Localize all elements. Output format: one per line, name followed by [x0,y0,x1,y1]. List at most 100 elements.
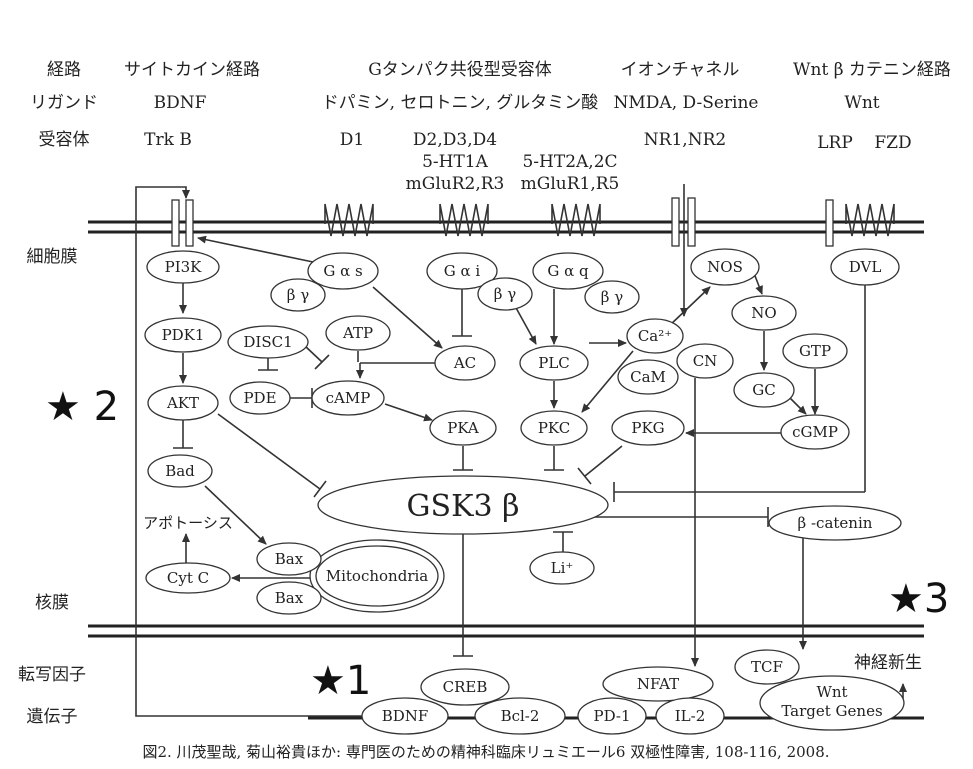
node-pdk1: PDK1 [144,317,222,353]
svg-text:G α i: G α i [444,262,481,280]
svg-text:β γ: β γ [494,285,516,303]
receptor-gi-1: D2,D3,D4 [413,130,497,150]
ligand-wnt: Wnt [844,93,879,113]
pathway-wnt: Wnt β カテニン経路 [793,60,951,80]
node-lithium: Li⁺ [529,551,595,585]
node-calcium: Ca²⁺ [626,318,684,354]
node-gai: G α i [426,252,498,290]
node-akt: AKT [147,385,219,421]
node-cn: CN [676,343,734,379]
receptor-lrp: LRP [817,133,853,153]
node-nos: NOS [690,248,760,286]
svg-text:AC: AC [453,354,476,372]
svg-text:PKC: PKC [538,419,570,437]
svg-text:β -catenin: β -catenin [798,514,873,532]
node-ac: AC [434,345,496,381]
label-cell-membrane: 細胞膜 [27,247,78,267]
node-mitochondria: Mitochondria [309,539,445,613]
node-camp: cAMP [311,380,385,416]
cell-membrane [88,220,924,234]
lrp-receptor [825,199,834,247]
node-disc1: DISC1 [227,325,309,359]
node-cgmp: cGMP [780,414,850,450]
svg-text:AKT: AKT [166,394,199,412]
node-gas: G α s [307,252,379,290]
node-pde: PDE [229,381,291,415]
gene-pd1: PD-1 [577,697,647,735]
node-dvl: DVL [830,248,900,286]
svg-text:PD-1: PD-1 [593,707,630,725]
node-pkg: PKG [611,410,685,446]
node-beta-gamma-gq: β γ [584,280,640,314]
svg-text:Mitochondria: Mitochondria [326,567,429,585]
node-pkc: PKC [520,410,588,446]
node-cytochrome-c: Cyt C [145,562,231,594]
receptor-gi-2: 5-HT1A [422,152,489,172]
svg-text:CN: CN [693,352,718,370]
svg-text:PKG: PKG [631,419,664,437]
node-cam: CaM [617,359,679,395]
svg-text:TCF: TCF [751,658,783,676]
svg-text:GTP: GTP [799,342,831,360]
svg-text:PDK1: PDK1 [162,326,205,344]
trkb-receptor [171,199,194,247]
node-no: NO [731,295,797,331]
node-nfat: NFAT [602,666,714,702]
node-pka: PKA [429,410,497,446]
pathway-edges [135,184,907,717]
svg-text:CREB: CREB [443,678,488,696]
svg-text:DVL: DVL [849,258,882,276]
receptor-nr: NR1,NR2 [644,130,726,150]
svg-text:PDE: PDE [243,389,276,407]
ligand-bdnf: BDNF [154,93,207,113]
svg-text:G α s: G α s [323,262,362,280]
svg-text:NO: NO [751,304,776,322]
gpcr-gi-receptor [439,203,489,237]
node-atp: ATP [325,315,391,351]
pathway-cytokine: サイトカイン経路 [124,60,260,80]
receptor-gq-2: mGluR1,R5 [521,174,620,194]
node-bax-lower: Bax [256,581,322,615]
node-beta-gamma-gs: β γ [270,278,326,312]
receptor-gi-3: mGluR2,R3 [406,174,505,194]
row-label-ligand: リガンド [30,93,98,113]
svg-text:PLC: PLC [538,354,570,372]
receptor-d1: D1 [340,130,364,150]
node-gc: GC [733,372,795,408]
gene-wnt-targets: Wnt Target Genes [759,675,905,731]
node-pi3k: PI3K [146,250,220,284]
svg-text:GC: GC [752,381,775,399]
svg-text:GSK3 β: GSK3 β [407,489,520,524]
gene-bdnf: BDNF [361,697,449,735]
star-2: ★ 2 [45,384,119,430]
receptor-gq-1: 5-HT2A,2C [522,152,617,172]
label-neurogenesis: 神経新生 [854,653,922,673]
svg-text:PI3K: PI3K [165,258,203,276]
nmda-channel [671,197,696,247]
svg-text:NOS: NOS [707,258,743,276]
node-creb: CREB [420,668,510,706]
svg-text:Bax: Bax [275,589,304,607]
gpcr-gq-receptor [551,203,601,237]
gpcr-d1-receptor [324,203,374,237]
svg-text:PKA: PKA [447,419,479,437]
svg-text:IL-2: IL-2 [675,707,706,725]
row-label-pathway: 経路 [47,60,81,80]
svg-text:Ca²⁺: Ca²⁺ [638,327,672,345]
node-gtp: GTP [782,333,848,369]
svg-text:cAMP: cAMP [326,389,371,407]
gene-bcl2: Bcl-2 [474,697,566,735]
figure-caption: 図2. 川茂聖哉, 菊山裕貴ほか: 専門医のための精神科臨床リュミエール6 双極… [142,743,829,761]
star-1: ★1 [310,658,371,704]
node-tcf: TCF [734,649,800,685]
svg-text:BDNF: BDNF [382,707,429,725]
label-gene: 遺伝子 [27,707,78,727]
node-gsk3b: GSK3 β [317,475,609,535]
receptor-trkb: Trk B [144,130,192,150]
svg-text:CaM: CaM [630,368,666,386]
svg-text:G α q: G α q [547,262,589,280]
svg-text:Cyt C: Cyt C [167,569,209,587]
node-beta-gamma-gi: β γ [477,277,533,311]
star-3: ★3 [888,576,949,622]
svg-text:cGMP: cGMP [792,423,838,441]
